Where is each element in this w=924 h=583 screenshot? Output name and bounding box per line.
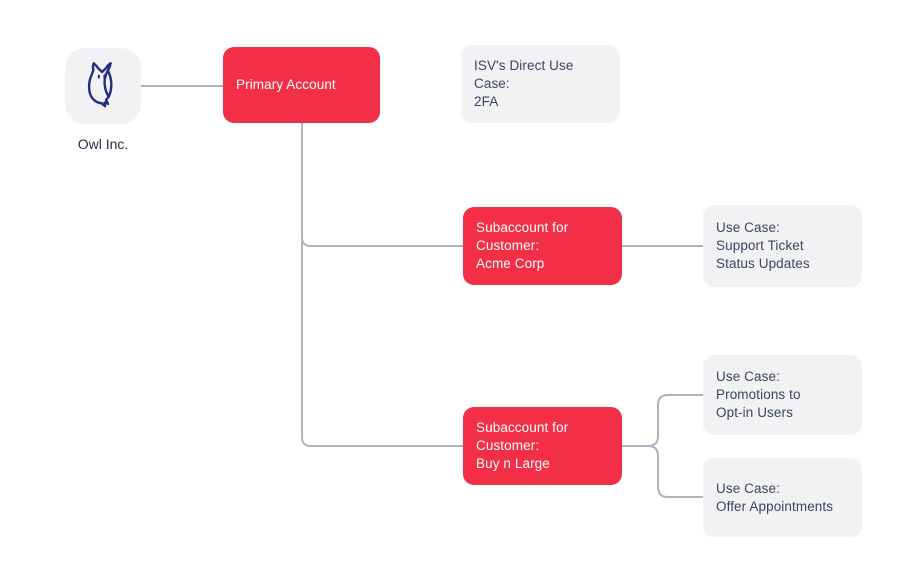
connector-buy-n-large-to-appointments [647,445,703,498]
connector-primary-trunk-to-buy-n-large [301,123,463,447]
owl-company-label: Owl Inc. [77,136,129,152]
connector-branch-to-acme [301,236,463,247]
node-use-case-offer-appointments: Use Case: Offer Appointments [703,458,862,537]
node-primary-account: Primary Account [223,47,380,123]
connector-buy-n-large-to-promotions [622,394,703,447]
node-isv-direct-use-case: ISV's Direct Use Case: 2FA [461,45,620,123]
owl-logo-tile [65,48,141,124]
owl-icon [81,60,125,113]
node-use-case-promotions: Use Case: Promotions to Opt-in Users [703,355,862,435]
node-use-case-support-ticket: Use Case: Support Ticket Status Updates [703,205,862,287]
node-subaccount-buy-n-large: Subaccount for Customer: Buy n Large [463,407,622,485]
node-subaccount-acme-corp: Subaccount for Customer: Acme Corp [463,207,622,285]
